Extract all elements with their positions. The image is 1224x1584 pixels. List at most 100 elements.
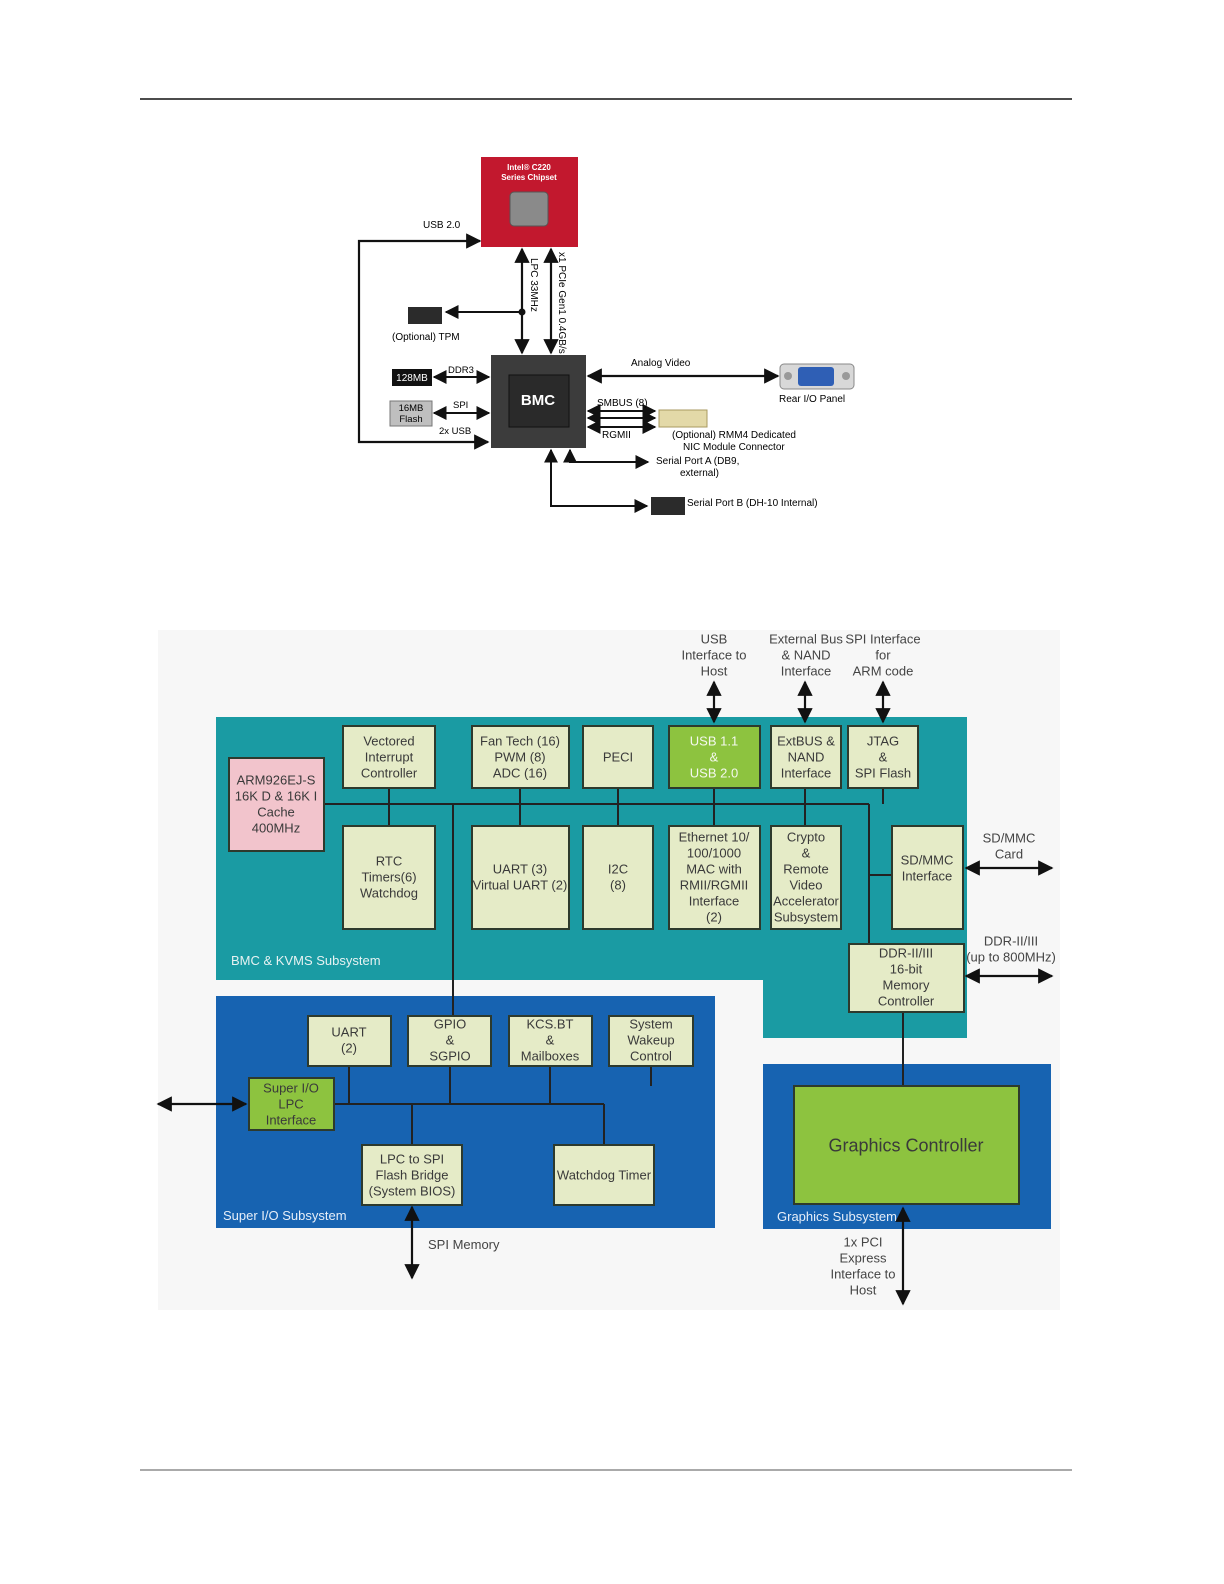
block-label-rtc-line-3: Watchdog <box>360 886 418 901</box>
block-label-vic-line-1: Vectored <box>363 734 414 749</box>
vga-screw-left-icon <box>784 372 792 380</box>
block-label-sdmmc-line-1: SD/MMC <box>901 853 954 868</box>
block-label-kcs-line-3: Mailboxes <box>521 1049 580 1064</box>
rear-io-label: Rear I/O Panel <box>779 394 845 405</box>
block-label-uart2-line-2: (2) <box>341 1041 357 1056</box>
block-label-ddrc-line-4: Controller <box>878 994 935 1009</box>
block-label-fan-line-2: PWM (8) <box>494 750 545 765</box>
usb20-label: USB 2.0 <box>423 220 461 231</box>
block-label-lpcspi-line-1: LPC to SPI <box>380 1152 444 1167</box>
block-label-crypto-line-2: & <box>802 846 811 861</box>
block-vic <box>342 725 436 789</box>
block-label-wake-line-1: System <box>629 1017 672 1032</box>
tpm-label: (Optional) TPM <box>392 332 460 343</box>
block-label-gfx-line-1: Graphics Controller <box>828 1135 983 1155</box>
analog-video-label: Analog Video <box>631 358 691 369</box>
block-label-ddrc-line-3: Memory <box>883 978 930 993</box>
rmm4-label-1: (Optional) RMM4 Dedicated <box>672 430 796 441</box>
block-label-fan-line-3: ADC (16) <box>493 766 547 781</box>
block-extbus <box>770 725 842 789</box>
block-label-fan-line-1: Fan Tech (16) <box>480 734 560 749</box>
block-label-vic-line-2: Interrupt <box>365 750 414 765</box>
serial-a-line <box>563 448 650 469</box>
block-label-kcs-line-2: & <box>546 1033 555 1048</box>
block-label-gpio-line-3: SGPIO <box>429 1049 470 1064</box>
block-label-sdmmc-line-2: Interface <box>902 869 953 884</box>
bmc-inner <box>508 374 570 428</box>
ext-label-spi-line-2: for <box>875 648 891 663</box>
internal-buses <box>324 788 904 1145</box>
smbus-label: SMBUS (8) <box>597 398 648 409</box>
flash-block <box>389 400 433 427</box>
vga-port-icon <box>798 367 834 386</box>
block-jtag <box>847 725 919 789</box>
ext-label-usb-line-2: Interface to <box>681 648 746 663</box>
ext-label-pci-line-1: 1x PCI <box>843 1235 882 1250</box>
block-usb <box>668 725 761 789</box>
block-label-lpc-line-3: Interface <box>266 1113 317 1128</box>
ext-label-pci-line-2: Express <box>840 1251 887 1266</box>
block-arm <box>228 757 325 852</box>
serial-b-connector-icon <box>651 497 685 515</box>
ext-label-pci-line-3: Interface to <box>830 1267 895 1282</box>
ext-label-spi-line-1: SPI Interface <box>845 632 920 647</box>
serial-b-line <box>544 448 649 513</box>
block-label-usb-line-1: USB 1.1 <box>690 734 738 749</box>
block-label-eth-line-2: 100/1000 <box>687 846 741 861</box>
block-label-ddrc-line-1: DDR-II/III <box>879 946 933 961</box>
superio-region-label: Super I/O Subsystem <box>223 1208 347 1223</box>
block-label-eth-line-3: MAC with <box>686 862 742 877</box>
bmc-connectivity-diagram: Intel® C220 Series Chipset BMC USB 2.0 L… <box>357 157 855 515</box>
block-label-usb-line-3: USB 2.0 <box>690 766 738 781</box>
block-wdt <box>553 1144 655 1206</box>
flash-label-2: Flash <box>399 414 422 425</box>
block-label-eth-line-4: RMII/RGMII <box>680 878 749 893</box>
block-lpcspi <box>361 1144 463 1206</box>
ext-label-extbus-line-2: & NAND <box>781 648 830 663</box>
block-label-jtag-line-3: SPI Flash <box>855 766 911 781</box>
block-label-usb-line-2: & <box>710 750 719 765</box>
ext-label-ddr-line-1: DDR-II/III <box>984 934 1038 949</box>
block-gfx <box>793 1085 1020 1205</box>
usb2x-label: 2x USB <box>439 426 471 437</box>
flash-label-1: 16MB <box>399 403 424 414</box>
block-label-lpcspi-line-3: (System BIOS) <box>369 1184 456 1199</box>
block-label-vic-line-3: Controller <box>361 766 418 781</box>
serial-a-label-2: external) <box>680 468 719 479</box>
block-label-uart2-line-1: UART <box>331 1025 366 1040</box>
block-uart2 <box>307 1015 392 1067</box>
block-label-crypto-line-5: Accelerator <box>773 894 839 909</box>
block-ddrc <box>848 943 965 1013</box>
chipset-label-2: Series Chipset <box>501 173 557 182</box>
block-sdmmc <box>891 825 964 930</box>
ext-label-ddr-line-2: (up to 800MHz) <box>966 950 1056 965</box>
ext-label-sdmmc-line-1: SD/MMC <box>983 831 1036 846</box>
ext-label-usb-line-1: USB <box>701 632 728 647</box>
block-label-lpc-line-2: LPC <box>278 1097 303 1112</box>
ext-label-extbus-line-3: Interface <box>781 664 832 679</box>
block-label-peci-line-1: PECI <box>603 750 633 765</box>
block-label-wake-line-2: Wakeup <box>627 1033 674 1048</box>
block-eth <box>668 825 761 930</box>
block-label-crypto-line-1: Crypto <box>787 830 825 845</box>
block-label-ddrc-line-2: 16-bit <box>890 962 923 977</box>
block-label-gpio-line-2: & <box>446 1033 455 1048</box>
block-fan <box>471 725 570 789</box>
block-uart3 <box>471 825 570 930</box>
block-label-kcs-line-1: KCS.BT <box>527 1017 574 1032</box>
block-label-eth-line-1: Ethernet 10/ <box>679 830 750 845</box>
block-label-i2c-line-2: (8) <box>610 878 626 893</box>
block-wake <box>608 1015 694 1067</box>
ext-label-pci-line-4: Host <box>850 1283 877 1298</box>
ext-label-extbus-line-1: External Bus <box>769 632 843 647</box>
usb20-line <box>357 233 490 450</box>
block-label-jtag-line-1: JTAG <box>867 734 899 749</box>
block-label-wake-line-3: Control <box>630 1049 672 1064</box>
graphics-region-label: Graphics Subsystem <box>777 1209 897 1224</box>
spi-memory-label: SPI Memory <box>428 1237 500 1252</box>
mem-128mb-block <box>392 369 432 386</box>
ext-label-sdmmc-line-2: Card <box>995 847 1023 862</box>
block-label-jtag-line-2: & <box>879 750 888 765</box>
mem-128mb-label: 128MB <box>396 373 428 384</box>
